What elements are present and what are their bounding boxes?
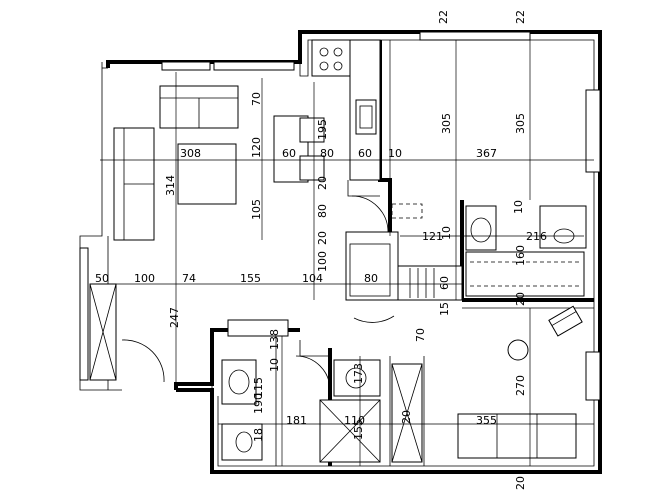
coffee-table [177, 143, 237, 205]
dim-60-c: 60 [438, 276, 451, 290]
window-top-center [213, 61, 295, 71]
kitchen-sink [355, 99, 377, 135]
door-swing-balcony [121, 339, 165, 383]
kitchen [311, 39, 381, 181]
dim-20-a: 20 [316, 176, 329, 190]
bedroom [457, 305, 583, 459]
dim-10-c: 10 [512, 200, 525, 214]
washbasin-upper [465, 205, 497, 251]
armchair [507, 339, 529, 361]
living-room-furniture [113, 85, 325, 241]
dim-104: 104 [302, 272, 323, 285]
dim-270: 270 [514, 375, 527, 396]
shoe-rack [397, 265, 463, 301]
dim-top-22-a: 22 [437, 10, 450, 24]
dim-20-bottom: 20 [514, 476, 527, 490]
dim-60-b: 60 [358, 147, 372, 160]
dim-305-right: 305 [514, 113, 527, 134]
dim-190: 190 [252, 393, 265, 414]
dim-195: 195 [316, 119, 329, 140]
dim-100-v: 100 [316, 251, 329, 272]
dim-10-b: 10 [440, 226, 453, 240]
dim-121: 121 [422, 230, 443, 243]
dim-314: 314 [164, 175, 177, 196]
wc-lower [221, 423, 263, 461]
dimension-labels: 22 22 305 305 308 60 80 60 10 367 70 120… [95, 10, 547, 490]
hallway [345, 195, 463, 323]
dim-top-22-b: 22 [514, 10, 527, 24]
dim-308: 308 [180, 147, 201, 160]
dim-60-a: 60 [282, 147, 296, 160]
radiator [227, 319, 289, 337]
bathtub [465, 251, 585, 297]
door-swing-kitchen [351, 195, 389, 233]
dim-15: 15 [438, 302, 451, 316]
window-top-right [419, 31, 531, 41]
dim-80-v: 80 [316, 204, 329, 218]
dim-80-a: 80 [320, 147, 334, 160]
bed [457, 413, 577, 459]
dim-100-h: 100 [134, 272, 155, 285]
window-right-upper [585, 89, 601, 173]
dim-110: 110 [344, 414, 365, 427]
dim-20-c: 20 [514, 292, 527, 306]
dim-18: 18 [252, 428, 265, 442]
dim-20-b: 20 [316, 231, 329, 245]
desk-chair [548, 305, 583, 337]
dim-80-h: 80 [364, 272, 378, 285]
dim-115: 115 [252, 377, 265, 398]
dim-50: 50 [95, 272, 109, 285]
bathroom-upper [465, 205, 587, 297]
dim-10-d: 10 [268, 358, 281, 372]
dim-74: 74 [182, 272, 196, 285]
dim-367: 367 [476, 147, 497, 160]
dim-10-a: 10 [388, 147, 402, 160]
dim-216: 216 [526, 230, 547, 243]
door-swing-bath [295, 355, 331, 391]
dim-20-d: 20 [400, 410, 413, 424]
dim-155-b: 155 [352, 419, 365, 440]
dim-120: 120 [250, 137, 263, 158]
stove [311, 39, 351, 77]
wc-upper-box [539, 205, 587, 249]
dim-155: 155 [240, 272, 261, 285]
bathroom-lower [89, 283, 423, 463]
hall-shelf [391, 203, 423, 219]
washbasin-lower [221, 359, 257, 405]
dim-138: 138 [268, 329, 281, 350]
dim-70-mid: 70 [414, 328, 427, 342]
chair-1 [299, 117, 325, 143]
window-left [79, 247, 89, 381]
dim-173: 173 [352, 363, 365, 384]
dim-105: 105 [250, 199, 263, 220]
dim-305-left: 305 [440, 113, 453, 134]
window-right-lower [585, 351, 601, 401]
window-top-left [161, 61, 211, 71]
dimension-lines [90, 40, 594, 466]
door-swing-entry [353, 315, 395, 323]
dim-160: 160 [514, 245, 527, 266]
dim-247: 247 [168, 307, 181, 328]
dim-181: 181 [286, 414, 307, 427]
washing-machine [333, 359, 381, 397]
wardrobe-hall [345, 231, 399, 301]
dim-355: 355 [476, 414, 497, 427]
dim-70-top: 70 [250, 92, 263, 106]
